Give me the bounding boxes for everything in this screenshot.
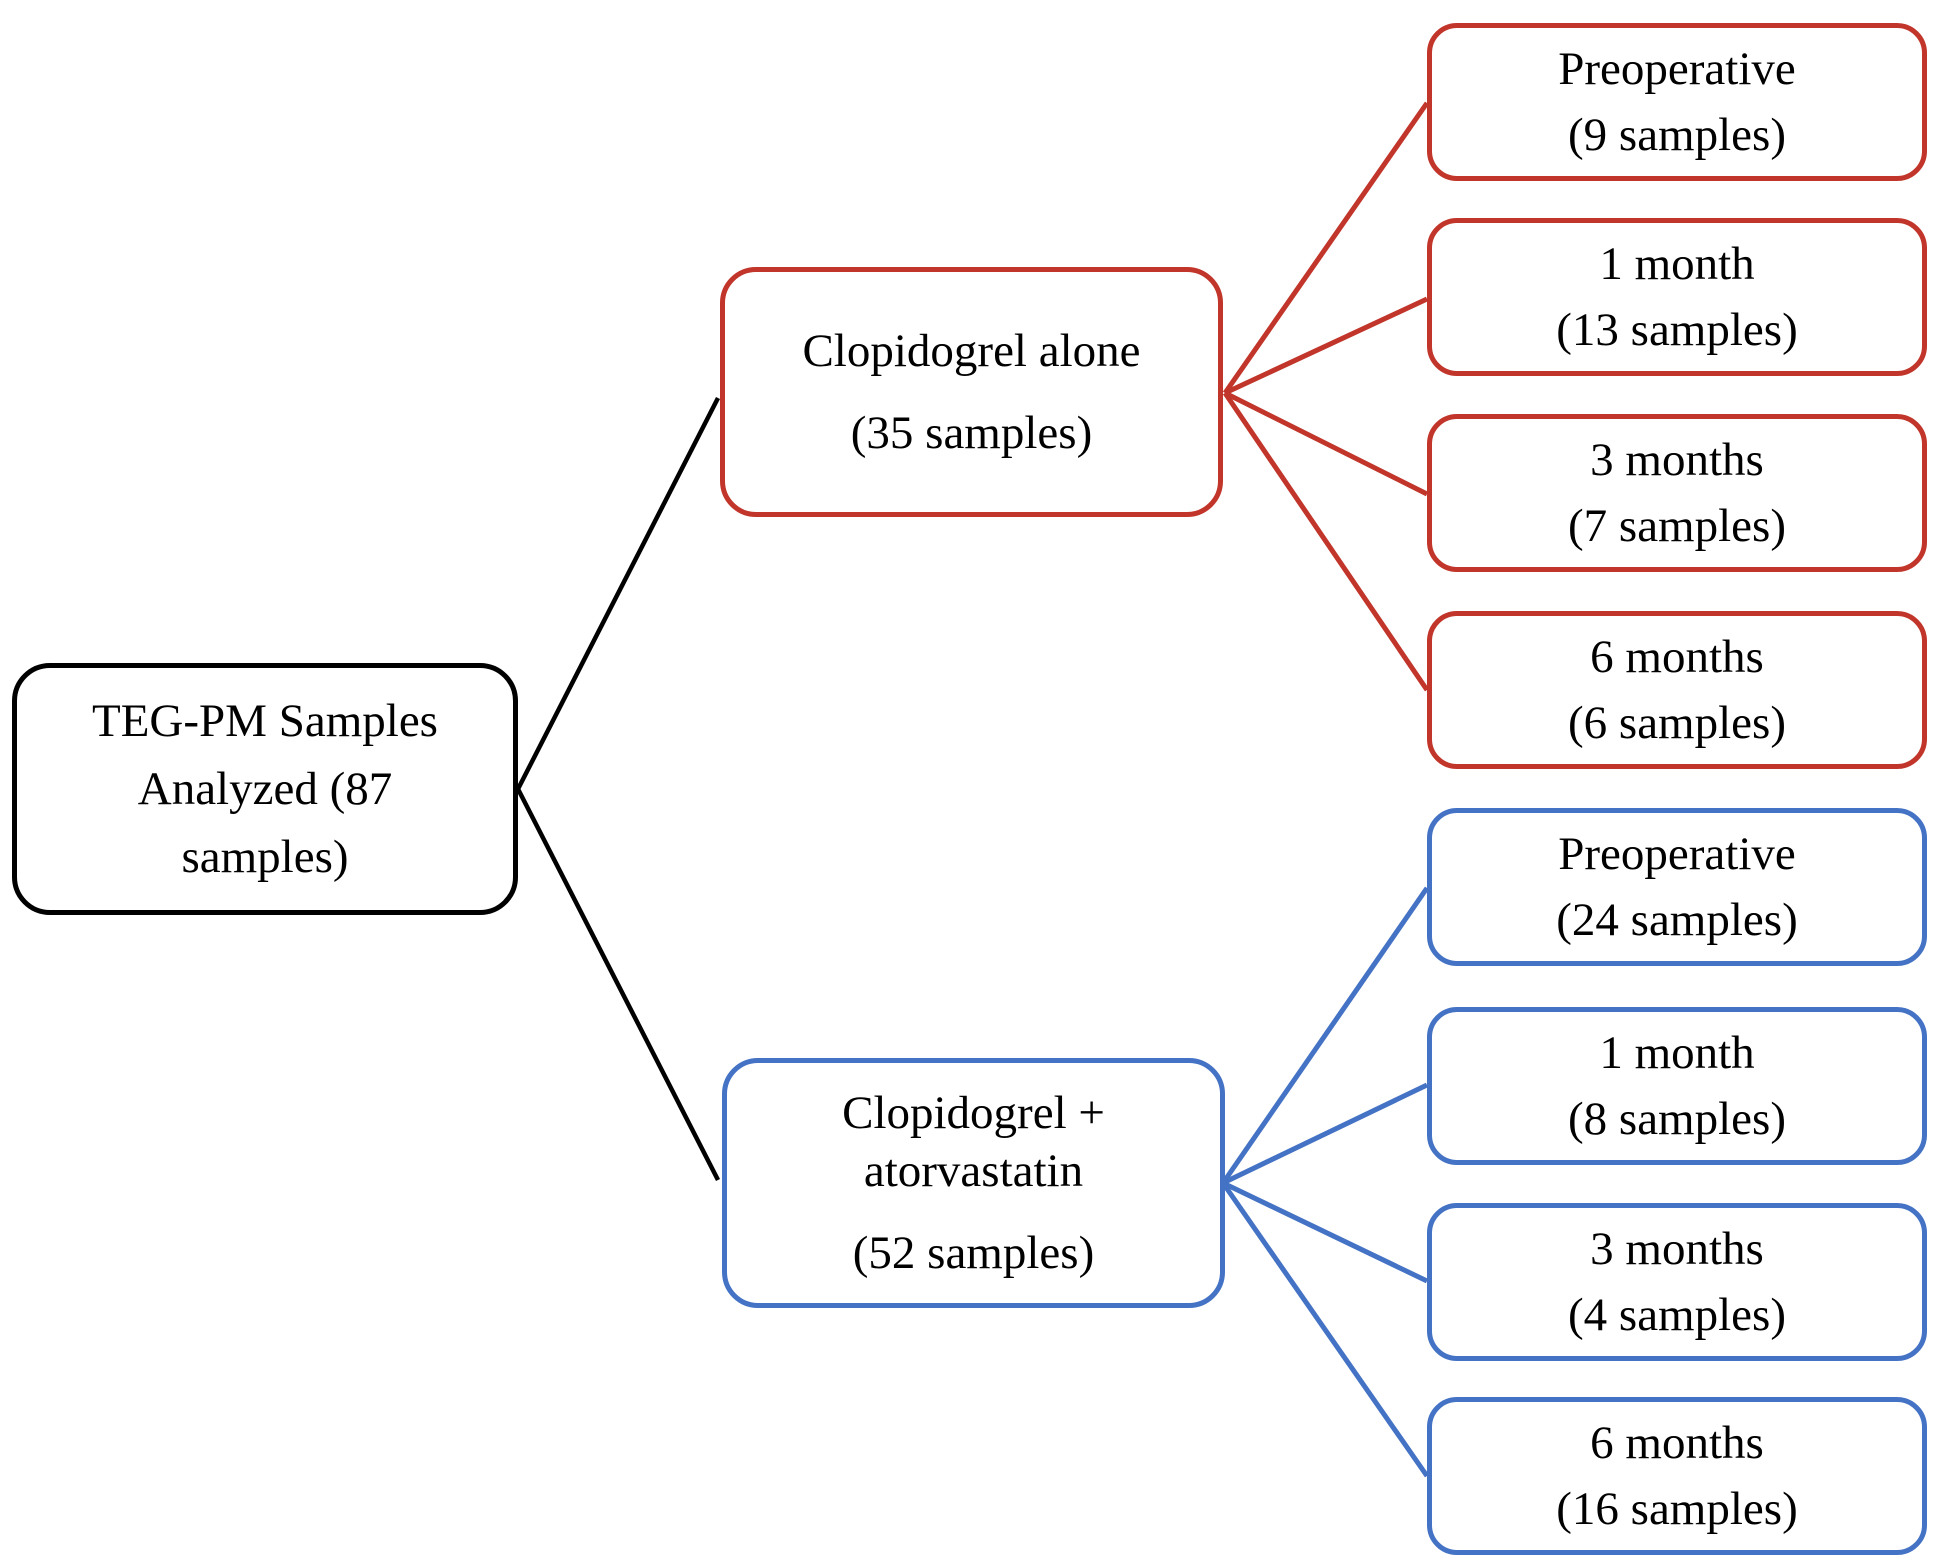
leaf-box-blue-6-months: 6 months (16 samples) bbox=[1427, 1397, 1927, 1555]
root-box-teg-pm-samples: TEG-PM Samples Analyzed (87 samples) bbox=[12, 663, 518, 915]
branch-box-text-line: atorvastatin bbox=[863, 1145, 1084, 1197]
leaf-box-red-preoperative: Preoperative (9 samples) bbox=[1427, 23, 1927, 181]
leaf-box-text-line: Preoperative bbox=[1558, 828, 1796, 880]
connector-red-to-preoperative bbox=[1222, 101, 1430, 395]
leaf-box-text-line: Preoperative bbox=[1558, 43, 1796, 95]
branch-box-text-line: (52 samples) bbox=[852, 1227, 1095, 1279]
connector-red-to-6-months bbox=[1222, 391, 1430, 692]
leaf-box-text-line: 6 months bbox=[1590, 631, 1764, 683]
leaf-box-text-line: 1 month bbox=[1599, 238, 1755, 290]
root-box-text-line: Analyzed (87 bbox=[137, 763, 393, 815]
branch-box-clopidogrel-alone: Clopidogrel alone (35 samples) bbox=[720, 267, 1223, 517]
connector-root-to-clopidogrel-alone bbox=[515, 396, 721, 791]
branch-box-text-line: (35 samples) bbox=[850, 407, 1093, 459]
leaf-box-text-line: (24 samples) bbox=[1556, 894, 1798, 946]
connector-blue-to-preoperative bbox=[1220, 886, 1430, 1185]
connector-blue-to-3-months bbox=[1221, 1180, 1429, 1284]
leaf-box-text-line: (6 samples) bbox=[1568, 697, 1786, 749]
root-box-text-line: TEG-PM Samples bbox=[92, 695, 438, 747]
leaf-box-text-line: 3 months bbox=[1590, 1223, 1764, 1275]
branch-box-text-line: Clopidogrel + bbox=[842, 1087, 1105, 1139]
leaf-box-text-line: 1 month bbox=[1599, 1027, 1755, 1079]
root-box-text-line: samples) bbox=[181, 831, 349, 883]
leaf-box-text-line: (13 samples) bbox=[1556, 304, 1798, 356]
connector-red-to-3-months bbox=[1223, 390, 1429, 497]
leaf-box-text-line: 6 months bbox=[1590, 1417, 1764, 1469]
leaf-box-text-line: (8 samples) bbox=[1568, 1093, 1786, 1145]
connector-blue-to-6-months bbox=[1220, 1181, 1430, 1478]
branch-box-text-line: Clopidogrel alone bbox=[802, 325, 1141, 377]
leaf-box-blue-1-month: 1 month (8 samples) bbox=[1427, 1007, 1927, 1165]
connector-red-to-1-month bbox=[1223, 296, 1429, 396]
leaf-box-text-line: (7 samples) bbox=[1568, 500, 1786, 552]
connector-root-to-clopidogrel-atorvastatin bbox=[515, 787, 721, 1182]
leaf-box-blue-3-months: 3 months (4 samples) bbox=[1427, 1203, 1927, 1361]
leaf-box-text-line: 3 months bbox=[1590, 434, 1764, 486]
leaf-box-red-6-months: 6 months (6 samples) bbox=[1427, 611, 1927, 769]
leaf-box-blue-preoperative: Preoperative (24 samples) bbox=[1427, 808, 1927, 966]
leaf-box-text-line: (4 samples) bbox=[1568, 1289, 1786, 1341]
branch-box-clopidogrel-atorvastatin: Clopidogrel + atorvastatin (52 samples) bbox=[722, 1058, 1225, 1308]
leaf-box-red-3-months: 3 months (7 samples) bbox=[1427, 414, 1927, 572]
leaf-box-text-line: (9 samples) bbox=[1568, 109, 1786, 161]
connector-blue-to-1-month bbox=[1221, 1082, 1429, 1186]
leaf-box-red-1-month: 1 month (13 samples) bbox=[1427, 218, 1927, 376]
leaf-box-text-line: (16 samples) bbox=[1556, 1483, 1798, 1535]
